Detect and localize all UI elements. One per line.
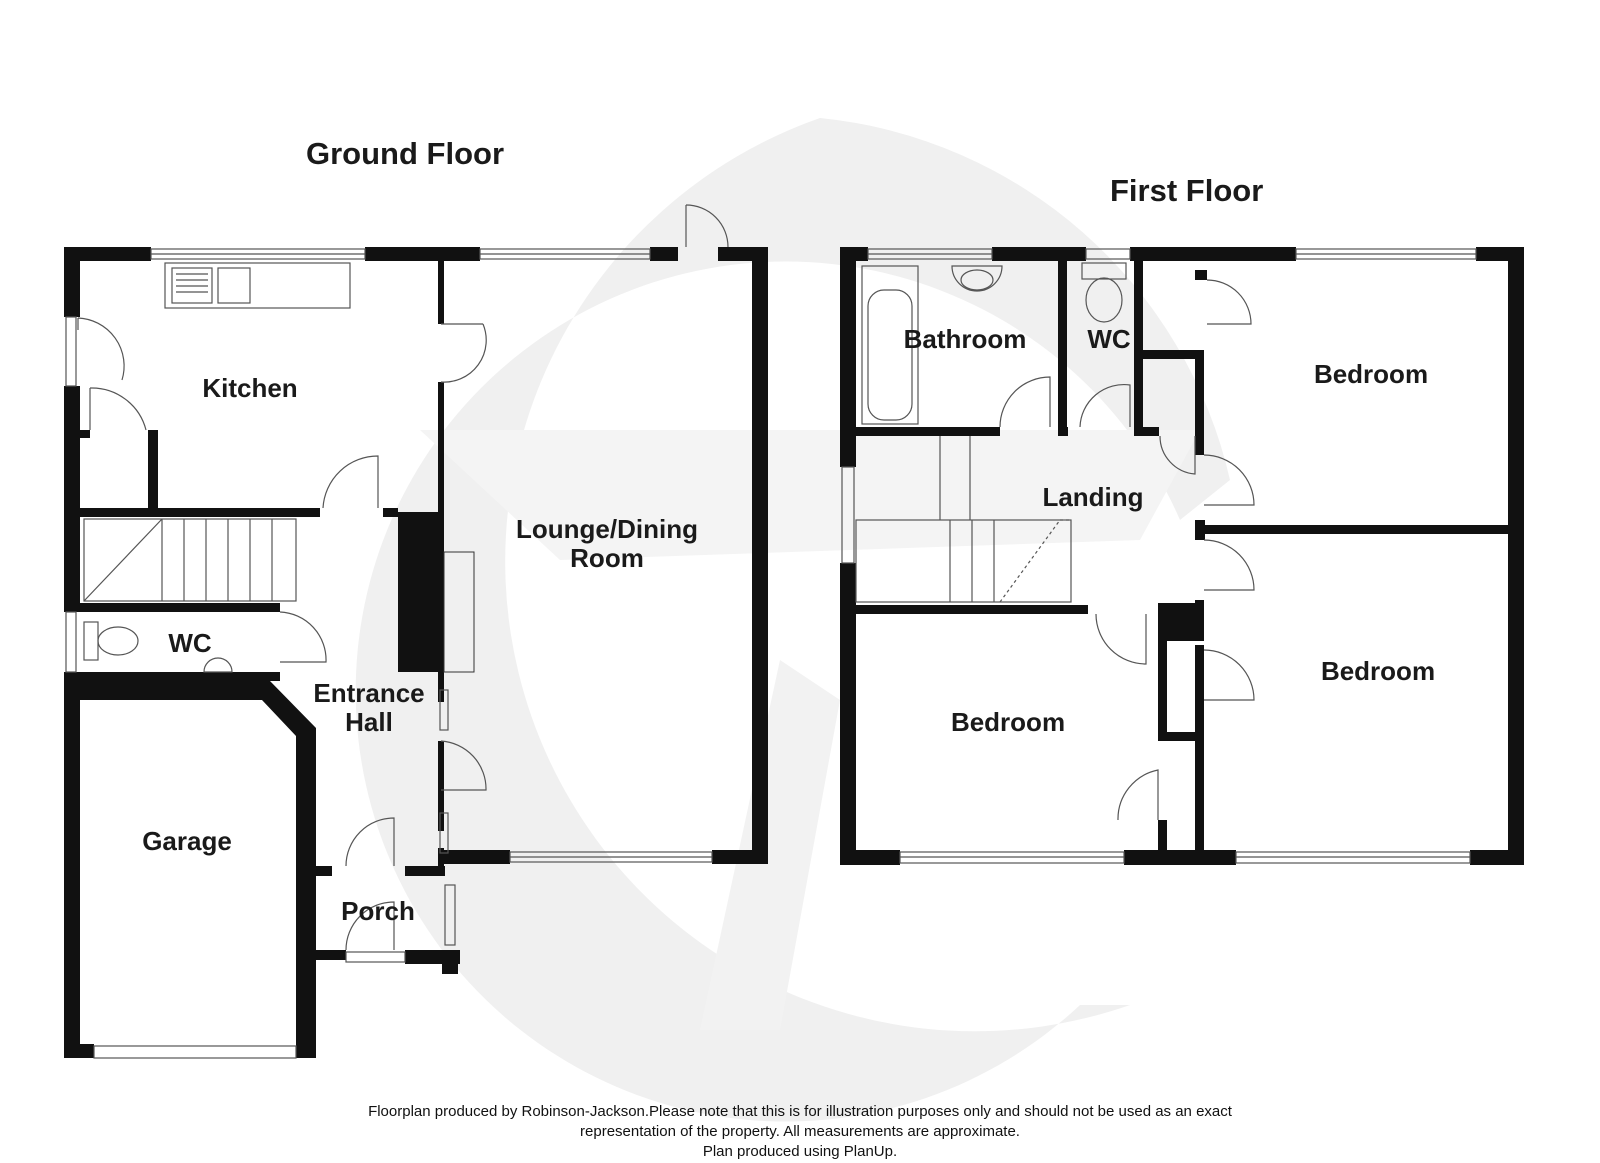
stairs-icon xyxy=(83,518,297,602)
room-label-kitchen: Kitchen xyxy=(202,373,298,403)
room-label-lounge-line1: Lounge/Dining xyxy=(516,514,698,544)
room-label-entrance-line2: Hall xyxy=(345,707,393,737)
sink-icon xyxy=(164,262,351,309)
footer-disclaimer: Floorplan produced by Robinson-Jackson.P… xyxy=(0,1102,1600,1162)
room-label-bathroom: Bathroom xyxy=(903,324,1027,354)
watermark-logo xyxy=(355,118,1230,1122)
room-label-lounge: Lounge/Dining Room xyxy=(516,515,698,573)
room-label-lounge-line2: Room xyxy=(570,543,644,573)
room-label-bedroom-bottom-right: Bedroom xyxy=(1320,656,1436,686)
footer-line-1: Floorplan produced by Robinson-Jackson.P… xyxy=(368,1103,1232,1120)
room-label-bedroom-bottom-left: Bedroom xyxy=(950,707,1066,737)
floor-title-first: First Floor xyxy=(1110,173,1264,208)
first-floor-fixtures xyxy=(841,248,1477,864)
room-label-porch: Porch xyxy=(341,896,415,926)
room-label-garage: Garage xyxy=(142,826,232,856)
room-label-landing: Landing xyxy=(1042,482,1144,512)
stairs-icon xyxy=(855,436,1072,603)
room-label-entrance-hall: Entrance Hall xyxy=(313,679,424,737)
ground-floor-walls xyxy=(64,247,768,1058)
footer-line-2: representation of the property. All meas… xyxy=(580,1123,1020,1140)
first-floor-walls xyxy=(840,247,1524,865)
door-swing-icon xyxy=(999,279,1255,821)
footer-line-3: Plan produced using PlanUp. xyxy=(702,1143,898,1160)
basin-icon xyxy=(203,657,233,673)
room-label-wc-first: WC xyxy=(1087,324,1131,354)
floor-title-ground: Ground Floor xyxy=(306,136,505,171)
door-swing-icon xyxy=(77,204,729,951)
bath-icon xyxy=(861,265,919,425)
ground-floor-fixtures xyxy=(65,204,729,1059)
toilet-icon xyxy=(1081,262,1127,323)
basin-icon xyxy=(951,265,1003,292)
room-label-wc-ground: WC xyxy=(168,628,212,658)
toilet-icon xyxy=(83,621,139,661)
room-label-entrance-line1: Entrance xyxy=(313,678,425,708)
room-label-bedroom-top-right: Bedroom xyxy=(1313,359,1429,389)
